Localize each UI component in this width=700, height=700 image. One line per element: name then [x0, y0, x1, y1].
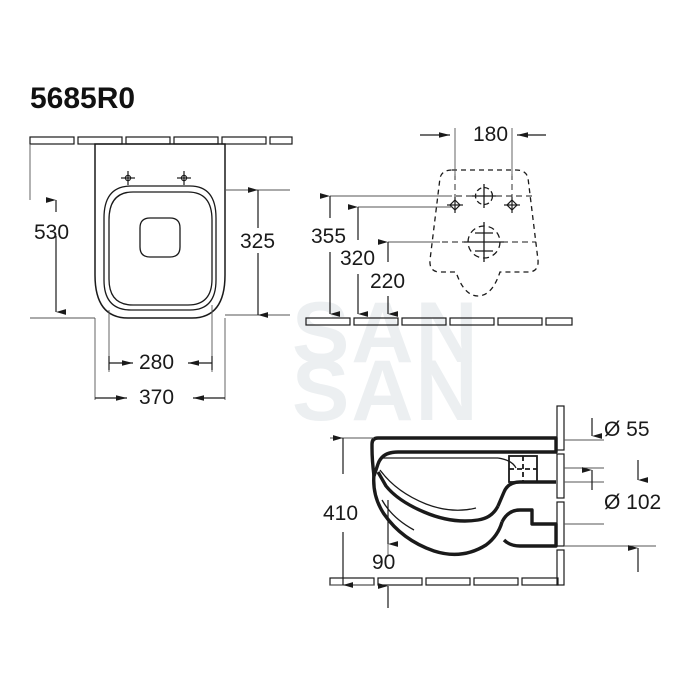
dim-label-355: 355	[311, 225, 347, 248]
dim-label-280: 280	[139, 351, 175, 374]
front-bolt-right	[504, 197, 520, 213]
side-wall	[556, 405, 565, 586]
dim-label-180: 180	[473, 123, 509, 146]
dim-label-410: 410	[323, 502, 359, 525]
plan-dim-280-line	[108, 356, 213, 370]
dim-label-530: 530	[34, 221, 70, 244]
plan-fixing-point-right	[177, 171, 191, 185]
dim-label-d102: Ø 102	[604, 491, 662, 514]
dim-label-320: 320	[340, 247, 376, 270]
plan-bowl-rim	[103, 185, 217, 311]
front-outlet-mark	[472, 184, 496, 208]
dim-label-90: 90	[372, 551, 396, 574]
plan-wall-hatch	[29, 136, 293, 145]
front-extension-lines	[330, 128, 513, 243]
dim-label-220: 220	[370, 270, 406, 293]
page-title: 5685R0	[30, 82, 136, 115]
watermark-line-1: SAN	[292, 285, 480, 381]
plan-fixing-point-left	[121, 171, 135, 185]
front-waste-mark	[464, 222, 504, 262]
front-bolt-left	[447, 197, 463, 213]
dim-label-370: 370	[139, 386, 175, 409]
plan-toilet-outline	[94, 143, 226, 319]
side-toilet-profile	[370, 436, 558, 557]
front-pan-outline	[429, 169, 539, 297]
front-wall-hatch	[305, 317, 573, 326]
dim-label-325: 325	[240, 230, 276, 253]
watermark-line-2: SAN	[292, 343, 480, 439]
side-floor-hatch	[329, 577, 559, 586]
side-inner-contours	[379, 457, 517, 531]
dim-label-d55: Ø 55	[604, 418, 650, 441]
side-outlet-connector	[508, 455, 538, 483]
side-extension-lines	[330, 437, 656, 586]
plan-flush-opening	[139, 217, 181, 258]
